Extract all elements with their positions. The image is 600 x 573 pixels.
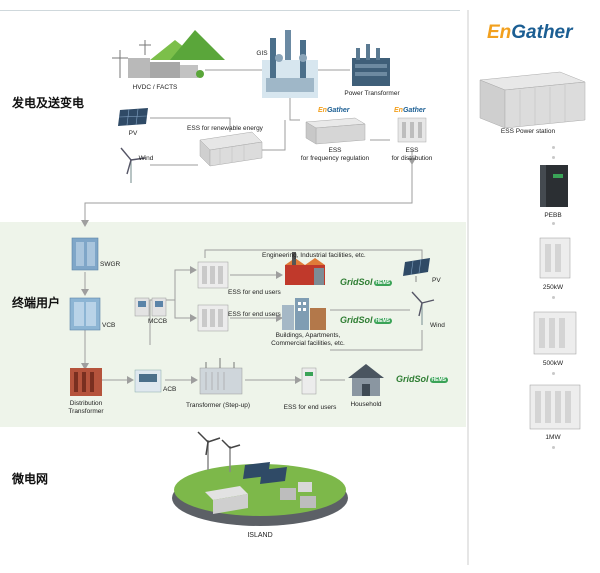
label-250kw: 250kW — [542, 284, 564, 291]
pv-panel-mid-icon — [403, 258, 430, 282]
section-microgrid: 微电网 — [12, 472, 49, 486]
top-divider — [0, 10, 460, 11]
label-household: Household — [350, 401, 382, 408]
label-ess-renewable: ESS for renewable energy — [187, 125, 263, 132]
label-wind-mid: Wind — [430, 322, 445, 329]
swgr-icon — [71, 237, 99, 271]
label-ess-distribution-1: ESS — [405, 147, 419, 154]
label-ess-end-users-3: ESS for end users — [283, 404, 337, 411]
connector-dot — [552, 372, 555, 375]
distribution-transformer-icon — [70, 368, 102, 396]
label-engineering: Engineering, Industrial facilities, etc. — [262, 252, 366, 259]
wind-turbine-mid-icon — [411, 291, 435, 325]
gis-substation-icon — [262, 30, 318, 98]
label-ess-distribution-2: for distribution — [391, 155, 433, 162]
label-power-transformer: Power Transformer — [344, 90, 400, 97]
inverter-1mw — [529, 384, 581, 430]
ess-frequency-container — [305, 117, 366, 145]
engather-logo-small-1: EnGather — [318, 107, 350, 114]
label-distribution-transformer-2: Transformer — [68, 408, 104, 415]
label-island: ISLAND — [247, 532, 273, 539]
label-ess-end-users-1: ESS for end users — [228, 289, 281, 296]
hvdc-facility-icon — [112, 30, 225, 78]
label-transformer-step-up: Transformer (Step-up) — [185, 402, 251, 409]
label-mccb: MCCB — [148, 318, 168, 325]
section-power-transmission: 发电及送变电 — [12, 96, 85, 110]
mccb-icon — [134, 297, 167, 317]
inverter-250kw — [539, 237, 571, 279]
label-ess-frequency-2: for frequency regulation — [300, 155, 370, 162]
ess-power-station-container — [479, 71, 586, 129]
label-500kw: 500kW — [542, 360, 564, 367]
panel-divider — [467, 10, 469, 565]
label-pebb: PEBB — [544, 212, 562, 219]
label-gis: GIS — [256, 50, 268, 57]
acb-icon — [134, 369, 162, 393]
vcb-icon — [69, 297, 101, 331]
ess-renewable-container — [199, 131, 263, 167]
line-ess-up — [262, 120, 286, 151]
label-acb: ACB — [163, 386, 177, 393]
household-icon — [348, 364, 384, 396]
connector-dot — [552, 146, 555, 149]
line-pv-ess — [150, 117, 231, 132]
label-ess-frequency-1: ESS — [328, 147, 342, 154]
label-distribution-transformer-1: Distribution — [69, 400, 103, 407]
label-wind-top: Wind — [138, 155, 154, 162]
connector-dot — [552, 222, 555, 225]
label-buildings-1: Buildings, Apartments, — [275, 332, 341, 339]
section-end-user: 终端用户 — [12, 296, 61, 310]
line-gis-down — [289, 95, 300, 121]
ess-distribution-cabinet — [397, 117, 427, 143]
engather-logo: EnGather — [487, 22, 573, 43]
label-ess-power-station: ESS Power station — [500, 128, 556, 135]
label-1mw: 1MW — [545, 434, 561, 441]
line-to-end-user — [84, 150, 413, 225]
label-pv-mid: PV — [432, 277, 441, 284]
label-vcb: VCB — [102, 322, 116, 329]
wind-turbine-icon — [120, 147, 146, 183]
label-swgr: SWGR — [100, 261, 121, 268]
label-ess-end-users-2: ESS for end users — [228, 311, 281, 318]
buildings-icon — [282, 298, 326, 330]
ess-end-user-cabinet-2 — [197, 304, 229, 332]
step-up-transformer-icon — [199, 358, 243, 395]
pv-panel-icon — [118, 108, 148, 126]
ess-end-user-cabinet-1 — [197, 261, 229, 289]
pebb-unit — [540, 165, 568, 207]
microgrid-island-icon — [172, 431, 348, 526]
inverter-500kw — [533, 311, 577, 355]
power-transformer-icon — [352, 44, 390, 86]
label-hvdc: HVDC / FACTS — [132, 84, 178, 91]
industrial-facility-icon — [285, 252, 325, 285]
connector-dot — [552, 296, 555, 299]
connector-dot — [552, 156, 555, 159]
label-pv-top: PV — [128, 130, 138, 137]
ess-household-cabinet — [301, 367, 317, 395]
connector-dot — [552, 446, 555, 449]
label-buildings-2: Commercial facilities, etc. — [271, 340, 345, 347]
engather-logo-small-2: EnGather — [394, 107, 426, 114]
